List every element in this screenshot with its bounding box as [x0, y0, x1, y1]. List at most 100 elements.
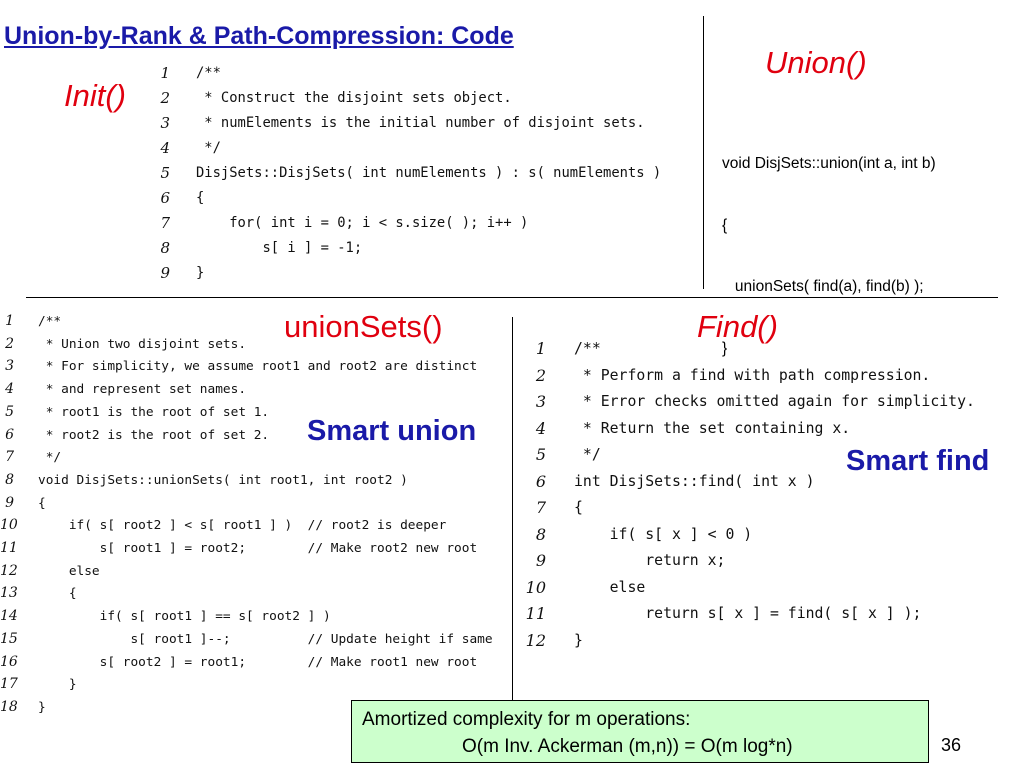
complexity-line-1: Amortized complexity for m operations:	[362, 709, 691, 730]
init-code-lines: /** * Construct the disjoint sets object…	[196, 65, 661, 281]
code-line: else	[38, 563, 100, 579]
line-number: 2	[5, 335, 14, 352]
code-line: s[ root1 ]--; // Update height if same	[38, 631, 493, 647]
code-line: }	[722, 339, 728, 357]
line-number: 12	[525, 630, 546, 650]
code-line: /**	[574, 340, 601, 357]
smart-union-label: Smart union	[307, 415, 477, 447]
line-number: 3	[535, 392, 546, 411]
line-number: 5	[160, 164, 170, 182]
bottom-vertical-divider	[512, 317, 513, 700]
line-number: 16	[0, 653, 18, 670]
line-number: 7	[160, 214, 170, 232]
line-number: 1	[5, 313, 14, 329]
code-line: * root1 is the root of set 1.	[38, 404, 270, 420]
line-number: 9	[160, 264, 170, 282]
top-vertical-divider	[703, 16, 704, 289]
line-number: 8	[5, 471, 14, 488]
line-number: 3	[160, 114, 170, 132]
union-label: Union()	[765, 45, 867, 80]
find-code-lines: /** * Perform a find with path compressi…	[574, 340, 975, 649]
page-title: Union-by-Rank & Path-Compression: Code	[4, 22, 514, 50]
code-line: if( s[ root2 ] < s[ root1 ] ) // root2 i…	[38, 518, 447, 534]
line-number: 8	[535, 524, 546, 544]
code-line: }	[574, 631, 583, 649]
line-number: 13	[0, 585, 18, 602]
code-line: for( int i = 0; i < s.size( ); i++ )	[196, 215, 529, 231]
code-line: {	[574, 499, 583, 516]
code-line: if( s[ root1 ] == s[ root2 ] )	[38, 609, 331, 625]
line-number: 9	[5, 494, 14, 511]
code-line: * root2 is the root of set 2.	[38, 427, 270, 443]
code-line: int DisjSets::find( int x )	[574, 472, 815, 490]
line-number: 7	[535, 498, 546, 517]
code-line: void DisjSets::union(int a, int b)	[722, 155, 936, 172]
init-code-block: 1 2 3 4 5 6 7 8 9 /** * Construct the di…	[140, 64, 695, 289]
line-number: 11	[0, 540, 18, 556]
code-line: /**	[196, 65, 221, 81]
union-sets-code-lines: /** * Union two disjoint sets. * For sim…	[38, 314, 512, 714]
code-line: else	[574, 578, 646, 596]
page-number: 36	[941, 735, 962, 755]
code-line: * Return the set containing x.	[574, 419, 851, 437]
line-number: 10	[525, 577, 546, 597]
line-number: 7	[5, 449, 14, 466]
line-number: 11	[525, 604, 546, 623]
line-number: 3	[5, 358, 14, 375]
line-number: 6	[535, 471, 546, 491]
code-line: * Union two disjoint sets.	[38, 336, 247, 352]
line-number: 17	[0, 676, 18, 693]
complexity-line-2: O(m Inv. Ackerman (m,n)) = O(m log*n)	[462, 736, 793, 757]
line-number: 6	[160, 189, 170, 207]
line-number: 4	[5, 381, 14, 398]
code-line: {	[722, 216, 728, 234]
line-number: 4	[535, 418, 546, 438]
line-number: 1	[535, 339, 546, 358]
line-number: 2	[535, 365, 546, 385]
find-label: Find()	[697, 309, 778, 344]
find-code-block: 1 2 3 4 5 6 7 8 9 10 11 12 /** * Perform…	[520, 339, 1010, 659]
line-number: 10	[0, 517, 18, 534]
smart-find-label: Smart find	[846, 445, 990, 477]
code-line: }	[38, 677, 77, 693]
line-number: 5	[5, 403, 14, 420]
line-number: 4	[160, 139, 170, 157]
code-line: */	[196, 140, 221, 156]
code-line: {	[196, 190, 205, 206]
union-sets-code-block: 1 2 3 4 5 6 7 8 9 10 11 12 13 14 15 16 1…	[0, 313, 512, 715]
code-line: * Perform a find with path compression.	[574, 366, 931, 384]
code-line: {	[38, 586, 77, 602]
code-line: }	[196, 265, 205, 281]
code-line: void DisjSets::unionSets( int root1, int…	[38, 472, 408, 488]
line-number: 6	[5, 426, 14, 443]
code-line: {	[38, 495, 46, 511]
code-line: * numElements is the initial number of d…	[196, 115, 645, 131]
code-line: * For simplicity, we assume root1 and ro…	[38, 359, 478, 375]
line-number: 14	[0, 608, 18, 625]
code-line: if( s[ x ] < 0 )	[574, 525, 753, 543]
code-line: unionSets( find(a), find(b) );	[722, 278, 924, 295]
line-number: 18	[0, 698, 18, 715]
union-code-block: void DisjSets::union(int a, int b) { uni…	[722, 113, 936, 380]
init-label: Init()	[64, 78, 126, 113]
line-number: 9	[535, 551, 546, 570]
code-line: * Construct the disjoint sets object.	[196, 90, 512, 106]
code-line: }	[38, 699, 46, 714]
code-line: s[ root1 ] = root2; // Make root2 new ro…	[38, 541, 478, 556]
line-number: 12	[0, 562, 18, 579]
horizontal-divider	[26, 297, 998, 298]
code-line: DisjSets::DisjSets( int numElements ) : …	[196, 165, 662, 181]
code-line: s[ i ] = -1;	[196, 240, 363, 256]
union-sets-label: unionSets()	[284, 309, 443, 344]
line-number: 5	[535, 445, 546, 464]
line-number: 8	[160, 239, 170, 257]
code-line: */	[38, 450, 62, 466]
code-line: return x;	[574, 552, 726, 569]
complexity-box: Amortized complexity for m operations: O…	[351, 700, 929, 763]
code-line: /**	[38, 314, 62, 329]
line-number: 2	[160, 89, 170, 107]
code-line: * and represent set names.	[38, 382, 247, 398]
code-line: s[ root2 ] = root1; // Make root1 new ro…	[38, 654, 478, 670]
code-line: */	[574, 446, 601, 463]
line-number: 15	[0, 630, 18, 647]
